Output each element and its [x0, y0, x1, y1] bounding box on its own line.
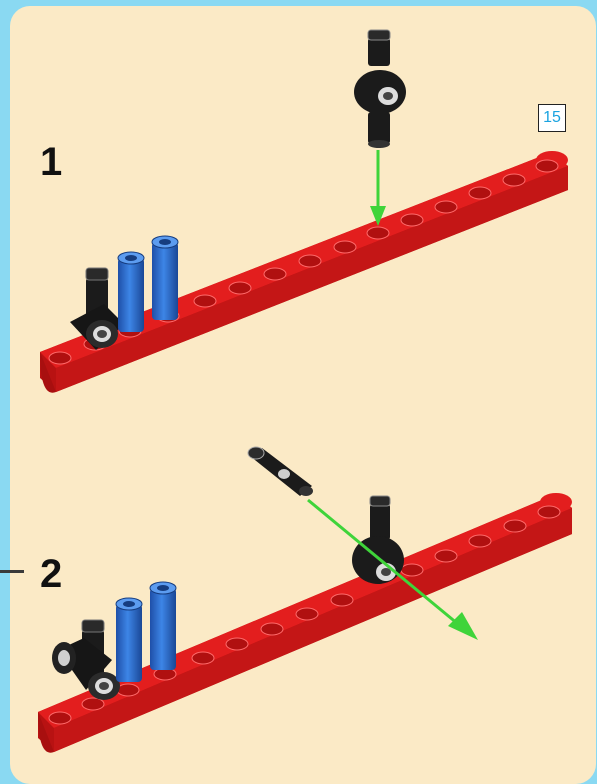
incoming-black-connector [354, 29, 406, 148]
step-number-1: 1 [40, 140, 63, 184]
step-1-assembly [40, 29, 568, 393]
green-insert-arrow [370, 150, 386, 226]
incoming-black-pin [247, 446, 313, 496]
page-edge-rule [0, 570, 24, 573]
blue-pin [149, 581, 177, 670]
green-insert-arrow [307, 498, 478, 640]
step-2-assembly [38, 446, 572, 753]
cross-connector [352, 495, 404, 584]
blue-pin [151, 235, 179, 320]
instruction-panel [10, 6, 596, 784]
blue-pin [115, 597, 143, 682]
step-number-2: 2 [40, 552, 63, 596]
black-pin-connector [52, 619, 120, 700]
black-pin-connector [70, 267, 124, 350]
blue-pin [117, 251, 145, 332]
page-number-box: 15 [538, 104, 566, 132]
